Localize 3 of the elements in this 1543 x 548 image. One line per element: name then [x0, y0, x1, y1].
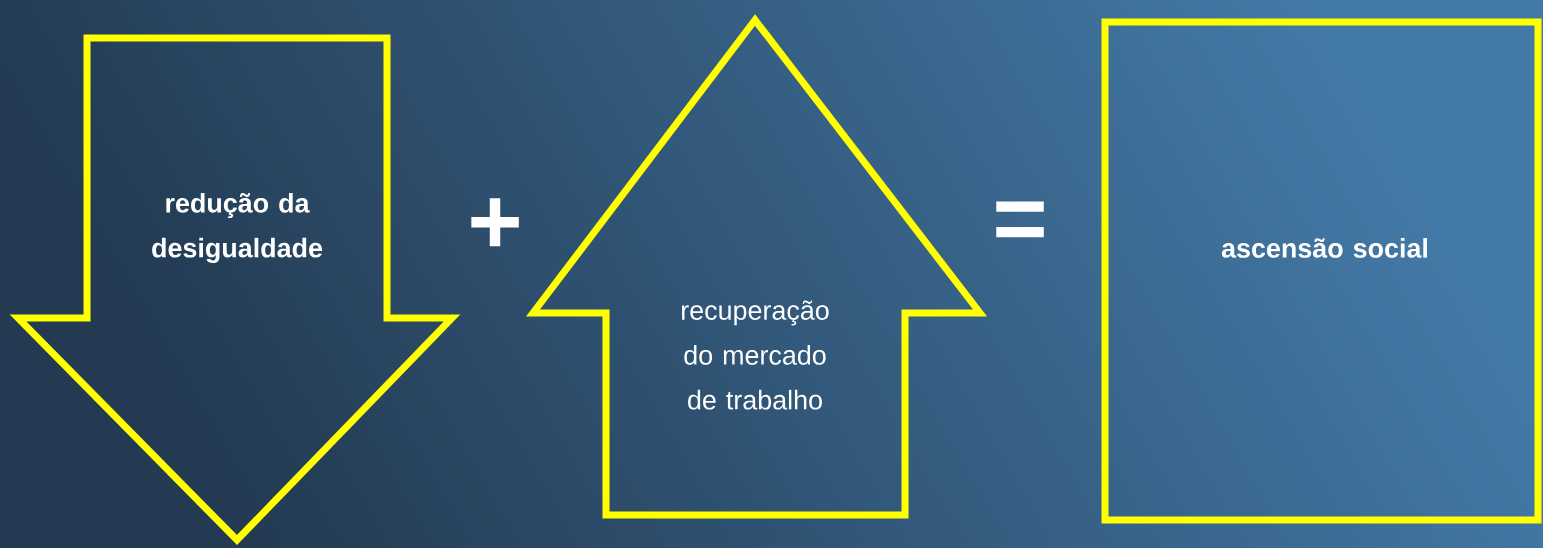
- result-box: ascensão social: [1101, 18, 1542, 524]
- operator-sign: +: [471, 198, 519, 247]
- operator-sign: =: [996, 201, 1044, 238]
